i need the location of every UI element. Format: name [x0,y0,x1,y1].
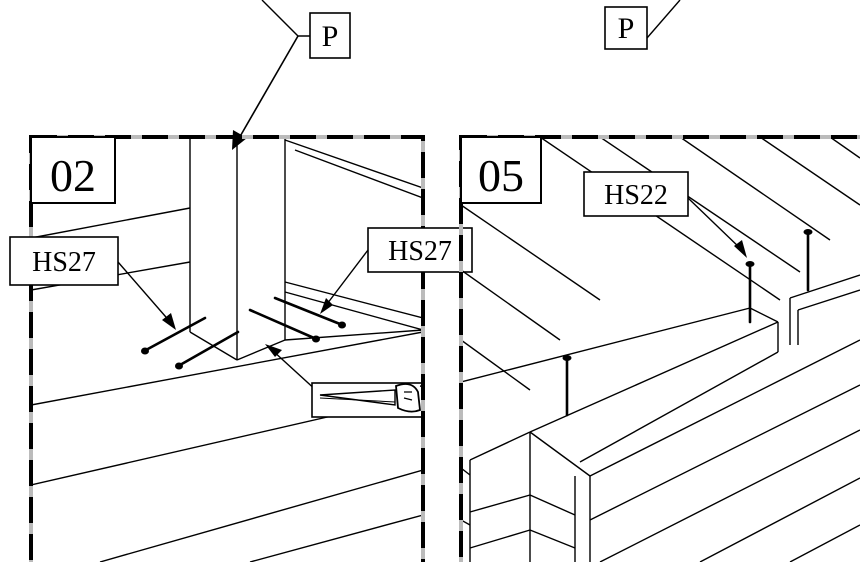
panel-05: 05 HS22 [459,135,860,562]
callout-p-right-label: P [618,12,635,45]
panel-02-label-hs27-right: HS27 [388,236,452,267]
panel-05-step-number: 05 [478,150,524,201]
panel-02-drawing [31,137,423,562]
callout-p-left: P [232,0,351,150]
callout-p-left-label: P [322,20,339,53]
panel-05-drawing [461,137,860,562]
callout-p-right: P [604,0,681,50]
panel-02-step-number: 02 [50,150,96,201]
panel-02: 02 HS27 HS27 [9,135,473,562]
panel-05-label-hs22: HS22 [604,180,668,211]
panel-02-label-hs27-left: HS27 [32,247,96,278]
